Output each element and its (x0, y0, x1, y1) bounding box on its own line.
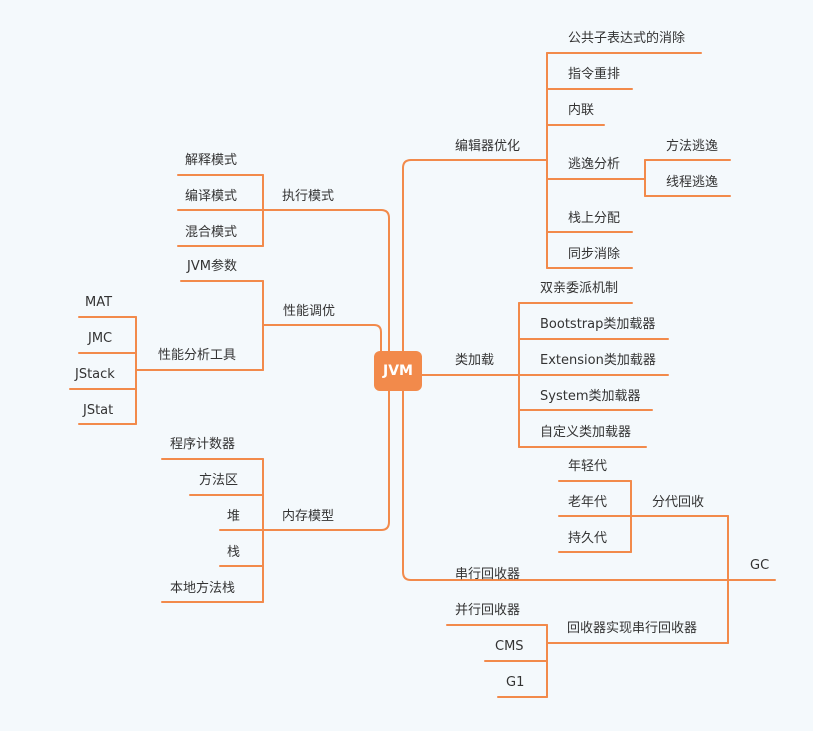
node-inline[interactable]: 内联 (568, 103, 595, 118)
node-bootstrap-loader[interactable]: Bootstrap类加载器 (540, 317, 656, 332)
node-collector-impl[interactable]: 回收器实现串行回收器 (567, 621, 698, 636)
link-root-gc (402, 389, 776, 581)
node-custom-loader[interactable]: 自定义类加载器 (540, 425, 632, 440)
link-root-compiler (402, 159, 548, 353)
link-root-exec (262, 209, 390, 353)
node-compiler-opt[interactable]: 编辑器优化 (455, 139, 521, 154)
node-escape-analysis[interactable]: 逃逸分析 (568, 157, 621, 172)
root-node-jvm[interactable]: JVM (374, 351, 422, 391)
node-interpret-mode[interactable]: 解释模式 (185, 153, 238, 168)
node-young-gen[interactable]: 年轻代 (568, 459, 608, 474)
node-heap[interactable]: 堆 (227, 509, 241, 524)
node-reorder[interactable]: 指令重排 (568, 67, 621, 82)
node-jvm-params[interactable]: JVM参数 (187, 259, 237, 274)
node-compile-mode[interactable]: 编译模式 (185, 189, 238, 204)
node-extension-loader[interactable]: Extension类加载器 (540, 353, 656, 368)
node-tool-jstack[interactable]: JStack (75, 367, 115, 382)
node-cse[interactable]: 公共子表达式的消除 (568, 31, 686, 46)
node-old-gen[interactable]: 老年代 (568, 495, 608, 510)
node-stack[interactable]: 栈 (227, 545, 241, 560)
link-root-memory (262, 389, 390, 531)
node-exec-mode[interactable]: 执行模式 (282, 189, 335, 204)
node-gc[interactable]: GC (750, 558, 770, 573)
node-tool-jmc[interactable]: JMC (88, 331, 113, 346)
node-stack-alloc[interactable]: 栈上分配 (568, 211, 621, 226)
node-tool-mat[interactable]: MAT (85, 295, 113, 310)
node-class-loading[interactable]: 类加载 (455, 353, 495, 368)
node-cms[interactable]: CMS (495, 639, 524, 654)
node-program-counter[interactable]: 程序计数器 (170, 437, 236, 452)
node-serial-collector[interactable]: 串行回收器 (455, 567, 521, 582)
node-memory-model[interactable]: 内存模型 (282, 509, 335, 524)
node-thread-escape[interactable]: 线程逃逸 (666, 175, 719, 190)
node-sync-elim[interactable]: 同步消除 (568, 247, 621, 262)
node-parallel-collector[interactable]: 并行回收器 (455, 603, 521, 618)
node-method-escape[interactable]: 方法逃逸 (666, 139, 719, 154)
node-parent-delegation[interactable]: 双亲委派机制 (540, 281, 619, 296)
node-perm-gen[interactable]: 持久代 (568, 531, 608, 546)
node-method-area[interactable]: 方法区 (199, 473, 239, 488)
node-perf-tuning[interactable]: 性能调优 (283, 304, 336, 319)
node-g1[interactable]: G1 (506, 675, 525, 690)
node-generational[interactable]: 分代回收 (652, 495, 705, 510)
node-system-loader[interactable]: System类加载器 (540, 389, 641, 404)
link-root-perf (262, 324, 382, 353)
node-perf-tools[interactable]: 性能分析工具 (158, 348, 237, 363)
node-native-method-stack[interactable]: 本地方法栈 (170, 581, 236, 596)
node-tool-jstat[interactable]: JStat (83, 403, 114, 418)
node-mixed-mode[interactable]: 混合模式 (185, 225, 238, 240)
